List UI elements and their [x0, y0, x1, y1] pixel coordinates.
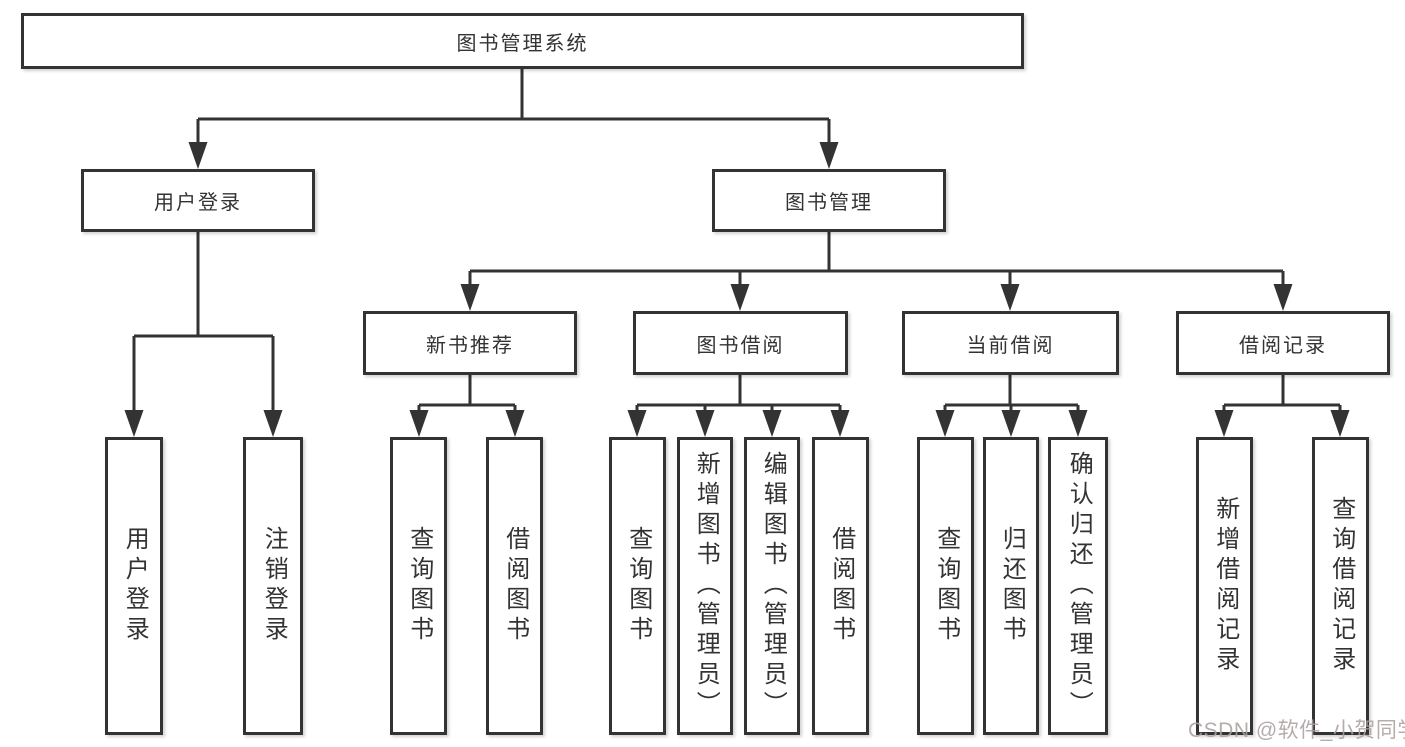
leaf-query-books-1: 查询图书 — [390, 437, 447, 735]
leaf-confirm-return-admin-label: 确认归还（管理员） — [1065, 451, 1093, 721]
watermark: CSDN @软件_小贺同学 — [1188, 719, 1405, 742]
leaf-user-login: 用户登录 — [105, 437, 163, 735]
node-current-borrow: 当前借阅 — [902, 311, 1119, 375]
node-root: 图书管理系统 — [21, 13, 1024, 69]
leaf-add-books-admin: 新增图书（管理员） — [677, 437, 733, 735]
arrowheads — [124, 142, 1350, 437]
leaf-add-borrow-record: 新增借阅记录 — [1196, 437, 1253, 735]
leaf-query-borrow-record-label: 查询借阅记录 — [1327, 496, 1355, 676]
node-book-management-label: 图书管理 — [785, 192, 873, 214]
node-new-book-recommend: 新书推荐 — [363, 311, 577, 375]
leaf-query-borrow-record: 查询借阅记录 — [1312, 437, 1369, 735]
connector-root-to-level2 — [196, 69, 831, 144]
leaf-edit-books-admin-label: 编辑图书（管理员） — [759, 451, 787, 721]
node-book-management: 图书管理 — [712, 169, 946, 232]
node-user-login: 用户登录 — [81, 169, 315, 232]
connector-level3-to-leaves — [417, 375, 1342, 412]
node-root-label: 图书管理系统 — [456, 32, 589, 55]
leaf-borrow-books-2: 借阅图书 — [812, 437, 869, 735]
leaf-borrow-books-1: 借阅图书 — [486, 437, 543, 735]
leaf-return-books-label: 归还图书 — [998, 526, 1026, 646]
node-book-borrow: 图书借阅 — [633, 311, 848, 375]
leaf-query-books-3-label: 查询图书 — [932, 526, 960, 646]
leaf-borrow-books-1-label: 借阅图书 — [501, 526, 529, 646]
connector-bookmgmt-to-level3 — [468, 232, 1285, 286]
leaf-add-borrow-record-label: 新增借阅记录 — [1211, 496, 1239, 676]
node-borrow-records-label: 借阅记录 — [1239, 334, 1327, 357]
node-user-login-label: 用户登录 — [154, 192, 242, 214]
leaf-logout: 注销登录 — [243, 437, 303, 735]
leaf-user-login-label: 用户登录 — [121, 526, 149, 646]
node-current-borrow-label: 当前借阅 — [966, 334, 1055, 357]
leaf-query-books-3: 查询图书 — [917, 437, 974, 735]
connector-userlogin-to-leaves — [132, 232, 275, 412]
leaf-edit-books-admin: 编辑图书（管理员） — [744, 437, 800, 735]
node-book-borrow-label: 图书借阅 — [696, 334, 785, 357]
leaf-add-books-admin-label: 新增图书（管理员） — [692, 451, 720, 721]
leaf-query-books-1-label: 查询图书 — [405, 526, 433, 646]
leaf-query-books-2: 查询图书 — [609, 437, 666, 735]
leaf-confirm-return-admin: 确认归还（管理员） — [1048, 437, 1108, 735]
leaf-logout-label: 注销登录 — [260, 526, 288, 646]
leaf-borrow-books-2-label: 借阅图书 — [827, 526, 855, 646]
leaf-query-books-2-label: 查询图书 — [624, 526, 652, 646]
node-new-book-recommend-label: 新书推荐 — [426, 334, 514, 357]
leaf-return-books: 归还图书 — [983, 437, 1039, 735]
node-borrow-records: 借阅记录 — [1176, 311, 1390, 375]
